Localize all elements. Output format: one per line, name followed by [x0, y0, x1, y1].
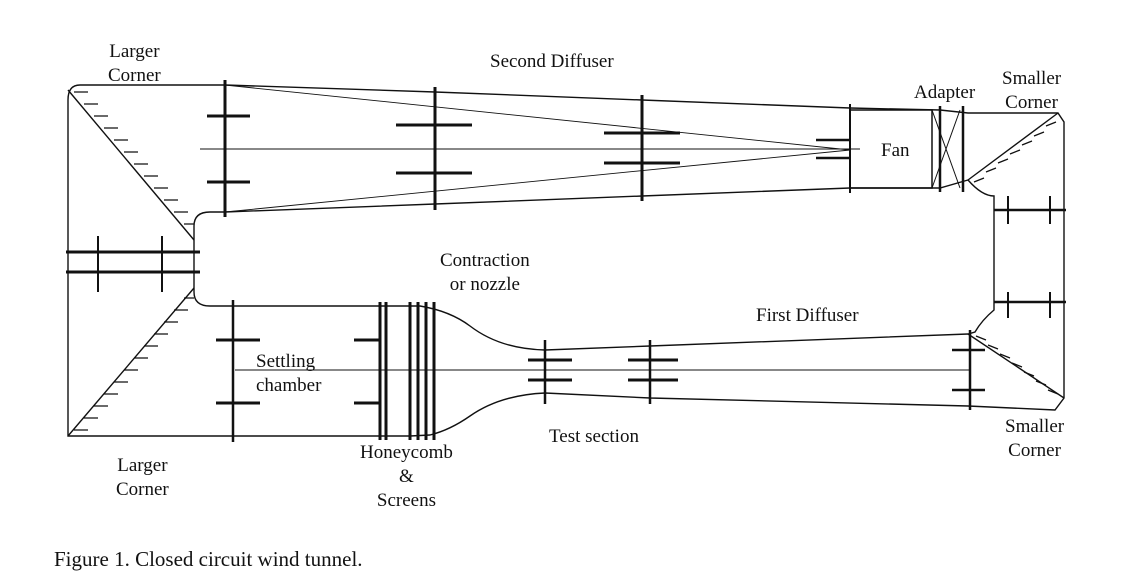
- label-settling-chamber: Settling chamber: [256, 350, 321, 398]
- label-line: Honeycomb: [360, 442, 453, 463]
- label-line: Smaller: [1002, 68, 1062, 89]
- label-test-section: Test section: [549, 426, 639, 447]
- label-first-diffuser: First Diffuser: [756, 305, 859, 326]
- vanes-top-left: [74, 92, 194, 224]
- label-larger-corner-bottom: Larger Corner: [116, 454, 169, 502]
- label-smaller-corner-top: Smaller Corner: [1002, 67, 1061, 115]
- vanes-bottom-left: [74, 298, 194, 430]
- label-line: Corner: [108, 65, 161, 86]
- label-fan: Fan: [881, 140, 910, 161]
- label-second-diffuser: Second Diffuser: [490, 51, 614, 72]
- wind-tunnel-diagram: [0, 0, 1144, 540]
- label-line: Smaller: [1005, 416, 1065, 437]
- outer-wall: [68, 85, 1064, 436]
- figure-caption: Figure 1. Closed circuit wind tunnel.: [54, 547, 363, 571]
- label-line: Contraction: [440, 250, 530, 271]
- label-line: &: [399, 466, 414, 487]
- label-line: Settling: [256, 351, 316, 372]
- label-larger-corner-top: Larger Corner: [108, 40, 161, 88]
- label-line: Corner: [116, 479, 169, 500]
- label-line: Larger: [117, 455, 168, 476]
- vanes-bottom-right: [976, 336, 1058, 394]
- label-honeycomb-screens: Honeycomb & Screens: [360, 441, 453, 513]
- label-contraction: Contraction or nozzle: [440, 249, 530, 297]
- label-line: Corner: [1008, 440, 1061, 461]
- label-line: chamber: [256, 375, 322, 396]
- label-line: Screens: [376, 490, 436, 511]
- vanes-top-right: [974, 122, 1056, 182]
- label-line: Corner: [1005, 92, 1058, 113]
- label-line: Larger: [109, 41, 160, 62]
- inner-wall: [194, 180, 994, 350]
- label-line: or nozzle: [449, 274, 520, 295]
- label-adapter: Adapter: [914, 82, 976, 103]
- label-smaller-corner-bottom: Smaller Corner: [1005, 415, 1064, 463]
